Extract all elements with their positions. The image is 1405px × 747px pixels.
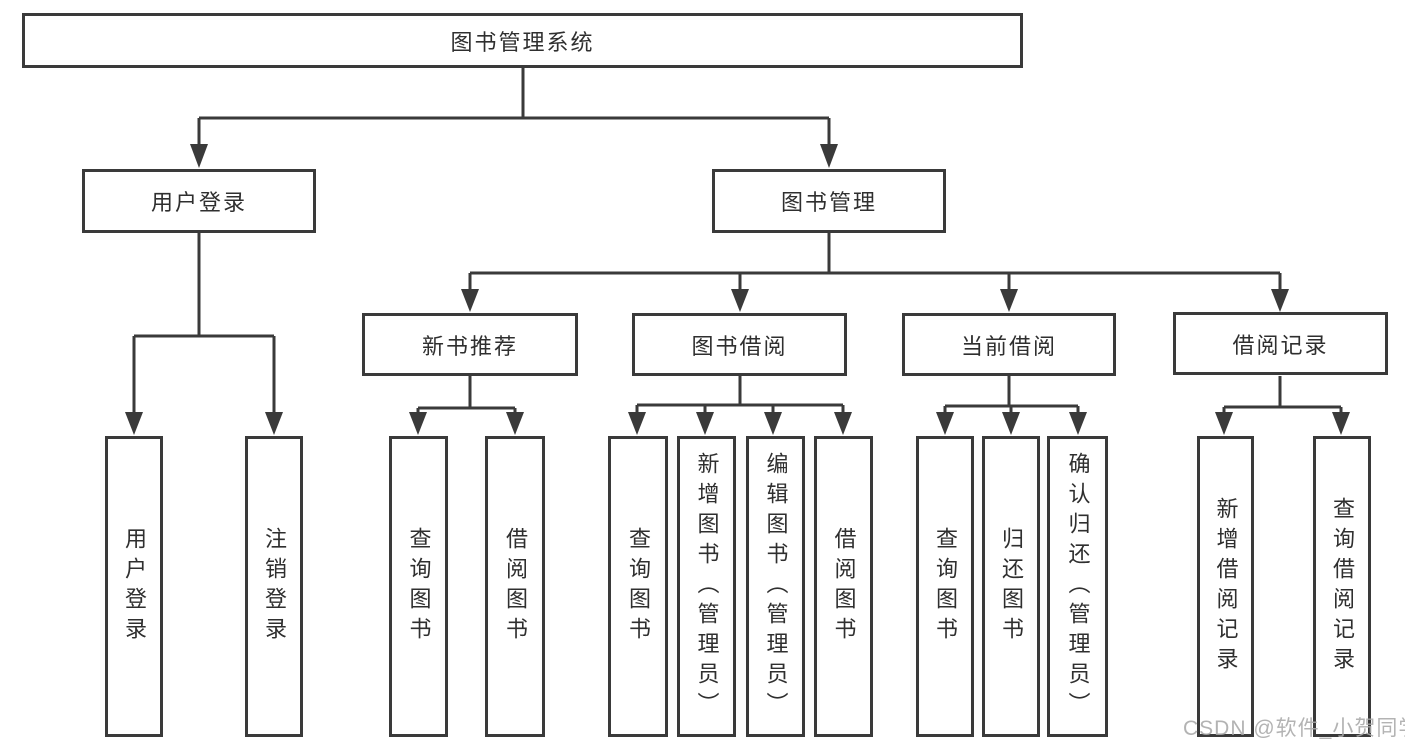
node-label: 编辑图书（管理员） <box>763 451 789 722</box>
node-label: 新书推荐 <box>421 333 518 359</box>
node-label: 查询图书 <box>626 526 651 647</box>
leaf-logout: 注销登录 <box>245 436 303 737</box>
node-label: 当前借阅 <box>960 333 1057 359</box>
node-label: 新增借阅记录 <box>1213 496 1239 677</box>
leaf-user-login: 用户登录 <box>105 436 163 737</box>
leaf-borrow-add-book-admin: 新增图书（管理员） <box>677 436 736 737</box>
node-borrow-record: 借阅记录 <box>1173 312 1388 375</box>
node-label: 图书管理系统 <box>450 29 595 55</box>
leaf-borrow-query-book: 查询图书 <box>608 436 668 737</box>
node-current-borrow: 当前借阅 <box>902 313 1116 376</box>
leaf-record-add-borrow-record: 新增借阅记录 <box>1197 436 1254 737</box>
node-label: 确认归还（管理员） <box>1065 451 1091 722</box>
node-label: 查询图书 <box>406 526 432 647</box>
leaf-borrow-edit-book-admin: 编辑图书（管理员） <box>746 436 805 737</box>
leaf-record-query-borrow-record: 查询借阅记录 <box>1313 436 1371 737</box>
node-book-management: 图书管理 <box>712 169 946 233</box>
leaf-current-return-book: 归还图书 <box>982 436 1040 737</box>
node-library-management-system: 图书管理系统 <box>22 13 1023 68</box>
node-label: 查询借阅记录 <box>1330 496 1355 677</box>
leaf-current-confirm-return-admin: 确认归还（管理员） <box>1047 436 1108 737</box>
node-label: 图书管理 <box>780 190 877 215</box>
node-label: 用户登录 <box>122 526 147 647</box>
node-label: 查询图书 <box>933 526 958 647</box>
node-label: 借阅图书 <box>503 526 528 647</box>
node-label: 注销登录 <box>262 526 287 647</box>
node-book-borrow: 图书借阅 <box>632 313 847 376</box>
node-label: 借阅记录 <box>1232 332 1329 358</box>
node-label: 新增图书（管理员） <box>694 451 720 722</box>
csdn-watermark: CSDN @软件_小贺同学 <box>1183 717 1405 740</box>
leaf-borrow-borrow-book: 借阅图书 <box>814 436 873 737</box>
leaf-recommend-borrow-book: 借阅图书 <box>485 436 545 737</box>
node-label: 用户登录 <box>150 190 247 215</box>
node-label: 图书借阅 <box>691 333 788 359</box>
node-label: 借阅图书 <box>831 526 857 647</box>
leaf-current-query-book: 查询图书 <box>916 436 974 737</box>
node-new-book-recommend: 新书推荐 <box>362 313 578 376</box>
node-label: 归还图书 <box>999 526 1024 647</box>
node-user-login: 用户登录 <box>82 169 316 233</box>
leaf-recommend-query-book: 查询图书 <box>389 436 448 737</box>
